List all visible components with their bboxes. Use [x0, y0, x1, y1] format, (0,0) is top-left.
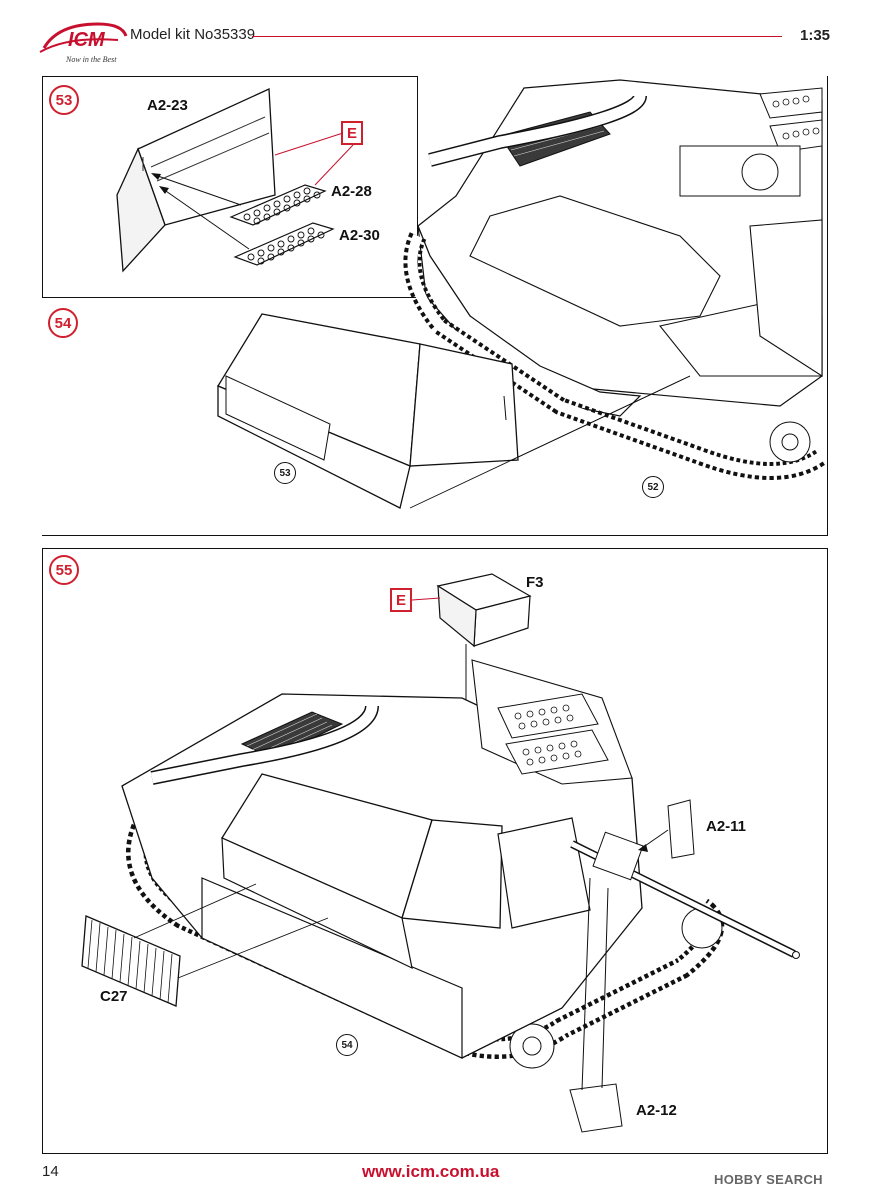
step-53-badge: 53	[49, 85, 79, 115]
ref-53: 53	[274, 462, 296, 484]
icm-logo-mark: ICM Now in the Best	[39, 22, 128, 64]
svg-text:Now in the Best: Now in the Best	[65, 55, 117, 64]
part-label-a2-11: A2-11	[706, 818, 747, 835]
icm-logo: ICM Now in the Best	[38, 18, 130, 66]
part-label-a2-30: A2-30	[339, 227, 380, 244]
step-53-drawing	[116, 88, 354, 273]
step-54-drawing	[217, 79, 828, 509]
step-55-badge: 55	[49, 555, 79, 585]
part-label-a2-12: A2-12	[636, 1102, 677, 1119]
sprue-e-box-55: E	[390, 588, 412, 612]
step-53-panel: 53 A2-23 E A2-28 A2-30	[42, 76, 418, 298]
step-54-badge: 54	[48, 308, 78, 338]
part-label-a2-28: A2-28	[331, 183, 372, 200]
ref-54: 54	[336, 1034, 358, 1056]
part-label-c27: C27	[100, 988, 128, 1005]
step-54-panel	[42, 76, 828, 536]
website-link[interactable]: www.icm.com.ua	[362, 1162, 500, 1181]
page-number: 14	[42, 1163, 59, 1180]
svg-text:ICM: ICM	[68, 29, 106, 51]
ref-52: 52	[642, 476, 664, 498]
part-label-f3: F3	[526, 574, 544, 591]
hobby-search-watermark: HOBBY SEARCH	[714, 1172, 823, 1187]
part-label-a2-23: A2-23	[147, 97, 188, 114]
model-kit-number: Model kit No35339	[130, 26, 256, 43]
scale-label: 1:35	[800, 27, 831, 44]
header-rule	[252, 36, 782, 38]
step-55-drawing	[81, 573, 800, 1133]
